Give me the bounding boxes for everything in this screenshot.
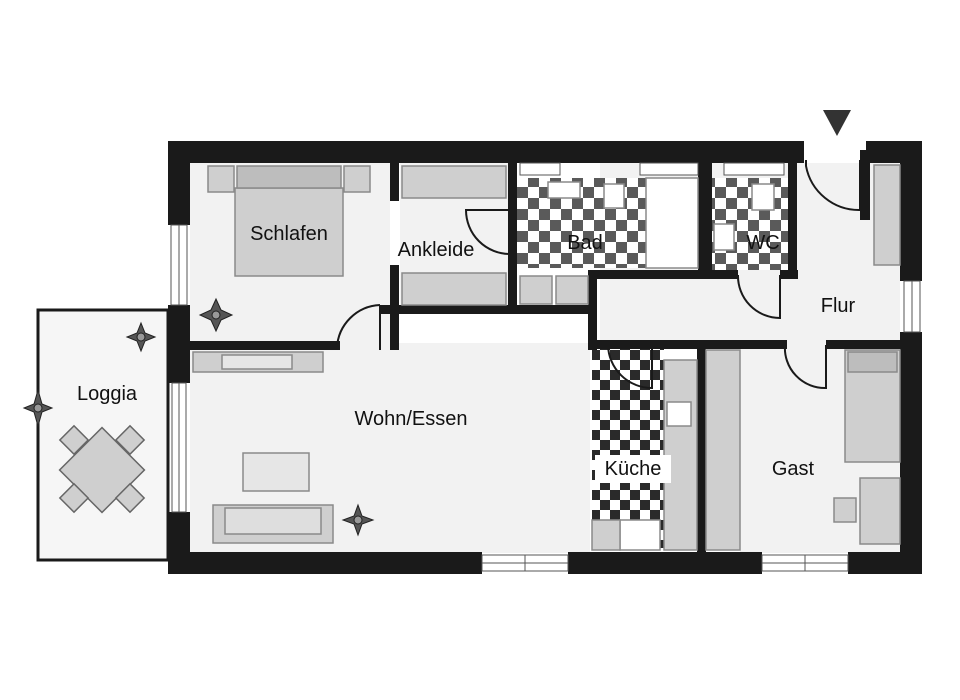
plant-icon xyxy=(125,321,157,353)
walls xyxy=(168,141,922,574)
label-ankleide: Ankleide xyxy=(398,239,475,261)
bath-cabinet-1 xyxy=(519,275,553,305)
guest-desk xyxy=(859,477,901,545)
door-entrance xyxy=(805,160,861,212)
guest-chair xyxy=(833,497,857,523)
washbasin xyxy=(547,181,581,199)
door-wc xyxy=(736,274,781,320)
door-ankleide xyxy=(464,209,511,255)
guest-wardrobe xyxy=(705,349,741,551)
guest-bed-pillow xyxy=(847,351,898,373)
label-gast: Gast xyxy=(772,458,815,480)
kitchen-label-bg xyxy=(595,455,671,483)
wardrobe-top xyxy=(401,165,507,199)
kitchen-counter-bottom xyxy=(591,519,621,551)
bed-pillows xyxy=(236,165,342,189)
sofa-seat xyxy=(224,507,322,535)
coffee-table xyxy=(242,452,310,492)
flur-wardrobe xyxy=(873,164,901,266)
plant-icon xyxy=(341,503,375,537)
bathtub xyxy=(645,177,699,269)
nightstand-right xyxy=(343,165,371,193)
tv xyxy=(221,354,293,370)
room-labels: Schlafen Ankleide Bad WC Flur Loggia Woh… xyxy=(77,223,856,483)
entrance-arrow-icon xyxy=(823,110,851,136)
doors xyxy=(336,160,861,390)
nightstand-left xyxy=(207,165,235,193)
plant-icon xyxy=(22,388,54,428)
toilet-bad xyxy=(603,183,625,209)
toilet-wc xyxy=(751,183,775,211)
door-schlafen xyxy=(336,304,381,350)
plant-icon xyxy=(198,297,234,333)
bath-cabinet-2 xyxy=(555,275,589,305)
furniture xyxy=(192,164,901,551)
stove xyxy=(619,519,661,551)
label-kueche: Küche xyxy=(605,458,662,480)
windows xyxy=(170,162,921,572)
bed xyxy=(234,187,344,277)
plants xyxy=(22,297,375,537)
kitchen-sink xyxy=(666,401,692,427)
floors xyxy=(36,163,900,562)
label-bad: Bad xyxy=(567,232,603,254)
wc-basin xyxy=(713,223,735,251)
label-loggia: Loggia xyxy=(77,383,138,405)
label-schlafen: Schlafen xyxy=(250,223,328,245)
label-wohn-essen: Wohn/Essen xyxy=(354,408,467,430)
wardrobe-bottom xyxy=(401,272,507,306)
label-wc: WC xyxy=(746,232,779,254)
door-kueche xyxy=(607,344,653,390)
loggia-dining-set xyxy=(58,424,146,514)
label-flur: Flur xyxy=(821,295,856,317)
door-gast xyxy=(783,344,827,390)
